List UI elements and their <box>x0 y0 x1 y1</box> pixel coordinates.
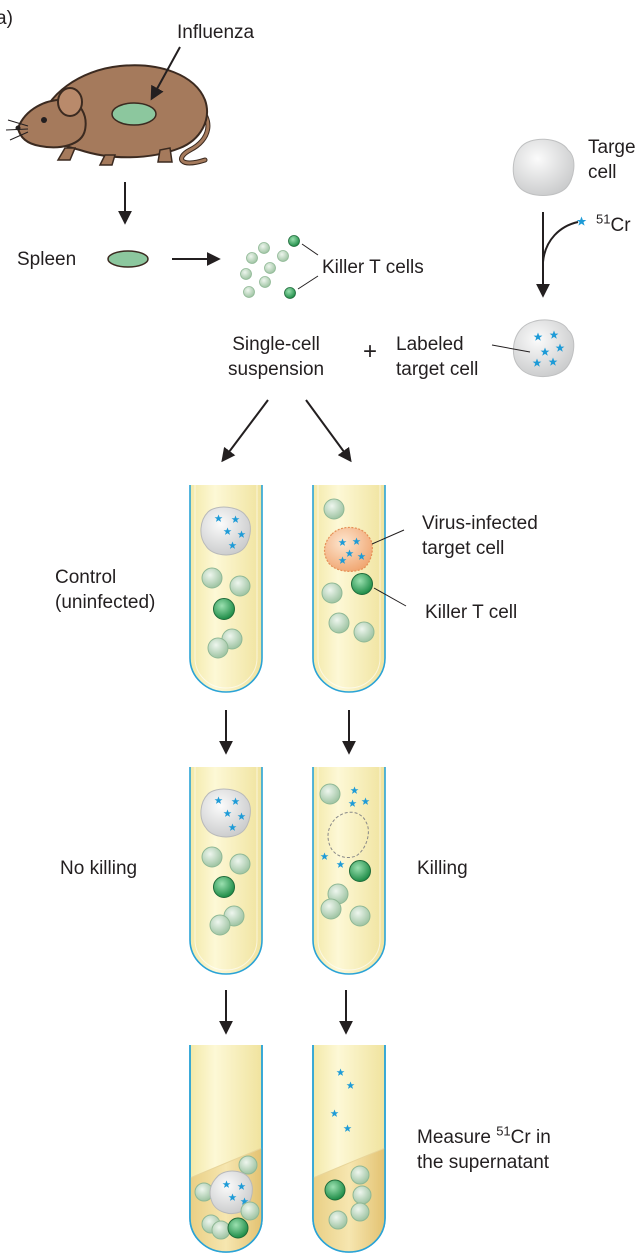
mouse-ear <box>57 87 83 117</box>
t-cell-cluster <box>240 235 300 299</box>
tube-control-3 <box>189 1045 263 1253</box>
labeled-target-cell <box>513 319 575 377</box>
tube-infected-1 <box>312 485 386 693</box>
no-killing-label: No killing <box>60 858 138 879</box>
target-cell <box>512 138 575 196</box>
tube-infected-3 <box>312 1045 386 1253</box>
split-arrow-left <box>221 399 269 463</box>
mouse-illustration <box>5 64 211 166</box>
spleen-organ <box>107 250 149 268</box>
split-arrow-right <box>305 399 352 463</box>
isotope-label: 51Cr <box>596 211 631 236</box>
influenza-label: Influenza <box>177 22 255 43</box>
plus-sign: + <box>363 338 378 365</box>
mouse-eye <box>41 117 47 123</box>
killer-t-cell-label: Killer T cell <box>425 602 518 623</box>
influenza-arrow <box>150 46 181 101</box>
panel-label: a) <box>0 8 13 29</box>
spleen-label: Spleen <box>17 249 77 270</box>
tube-control-2 <box>189 767 263 975</box>
tube-infected-2 <box>312 767 386 975</box>
killer-t-cells-label: Killer T cells <box>322 257 424 278</box>
killing-label: Killing <box>417 858 468 879</box>
label-arrow <box>536 221 579 298</box>
mouse-spleen <box>111 102 157 126</box>
tube-control-1 <box>189 485 263 693</box>
control-label: Control(uninfected) <box>55 567 156 613</box>
